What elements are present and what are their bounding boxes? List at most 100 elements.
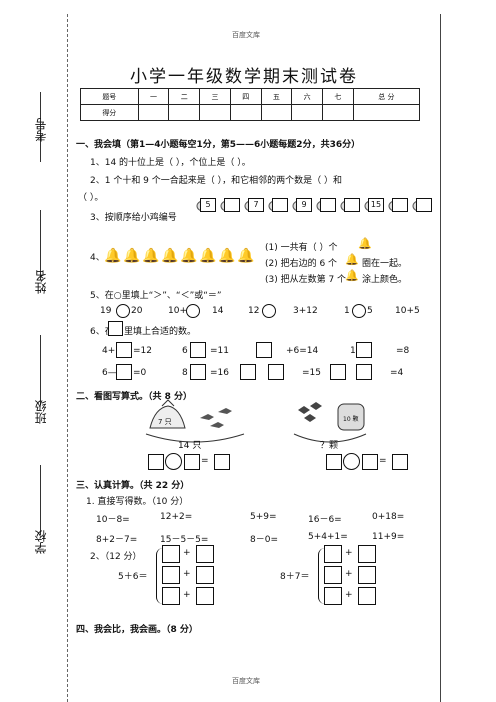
q4-a: (1) 一共有（ ）个 bbox=[265, 243, 338, 253]
calc-item: 5+9= bbox=[250, 512, 277, 522]
answer-box[interactable] bbox=[392, 454, 408, 470]
q6-term: =11 bbox=[210, 346, 229, 356]
chick-number-box[interactable]: 15 bbox=[368, 198, 384, 212]
answer-box[interactable] bbox=[256, 342, 272, 358]
chick-number-box[interactable] bbox=[344, 198, 360, 212]
calc-item: 16－6= bbox=[308, 515, 342, 525]
score-cell[interactable] bbox=[352, 104, 421, 121]
operator-circle[interactable] bbox=[165, 453, 182, 470]
side-line-xuexiao bbox=[40, 465, 41, 535]
candy-shape bbox=[310, 402, 322, 410]
answer-box[interactable] bbox=[358, 566, 376, 584]
side-line-banji bbox=[40, 335, 41, 405]
answer-box[interactable] bbox=[162, 587, 180, 605]
section1-heading: 一、我会填（第1—4小题每空1分，第5——6小题每题2分，共36分） bbox=[76, 140, 361, 150]
answer-box[interactable] bbox=[190, 342, 206, 358]
answer-box[interactable] bbox=[362, 454, 378, 470]
q4-text: 4、 bbox=[90, 253, 105, 263]
plus-sign: + bbox=[345, 569, 353, 579]
section3-sub2: 2、（12 分） bbox=[90, 552, 142, 562]
q5-left: 1 bbox=[344, 306, 350, 316]
chick-number-box[interactable] bbox=[272, 198, 288, 212]
q6-prefix: 6、在 bbox=[90, 327, 114, 337]
calc-item: 15－5－5= bbox=[160, 535, 209, 545]
section3-sub1: 1. 直接写得数。（10 分） bbox=[86, 497, 189, 507]
chick-number-box[interactable] bbox=[224, 198, 240, 212]
compare-circle[interactable] bbox=[262, 304, 276, 318]
answer-box[interactable] bbox=[184, 454, 200, 470]
chick-number-box[interactable]: 7 bbox=[248, 198, 264, 212]
answer-box[interactable] bbox=[324, 545, 342, 563]
chick-number-box[interactable] bbox=[416, 198, 432, 212]
q4-b: (2) 把右边的 6 个 bbox=[265, 259, 338, 269]
score-table-header: 二 bbox=[168, 88, 201, 105]
left-total: 14 只 bbox=[178, 441, 202, 451]
margin-right-line bbox=[440, 14, 441, 702]
q5-right: 14 bbox=[212, 306, 224, 316]
q3-text: 3、按顺序给小鸡编号 bbox=[90, 213, 177, 223]
section4-heading: 四、我会比，我会画。（8 分） bbox=[76, 625, 198, 635]
answer-box[interactable] bbox=[196, 566, 214, 584]
score-cell[interactable] bbox=[291, 104, 324, 121]
answer-box[interactable] bbox=[358, 545, 376, 563]
answer-box[interactable] bbox=[196, 587, 214, 605]
answer-box[interactable] bbox=[162, 545, 180, 563]
bell-icon: 🔔 bbox=[218, 248, 236, 264]
bell-icon: 🔔 bbox=[345, 253, 359, 266]
score-cell[interactable] bbox=[322, 104, 354, 121]
compare-circle[interactable] bbox=[116, 304, 130, 318]
q6-term: =15 bbox=[302, 368, 321, 378]
q6-suffix: 里填上合适的数。 bbox=[124, 327, 197, 337]
score-cell[interactable] bbox=[199, 104, 231, 121]
answer-box[interactable] bbox=[148, 454, 164, 470]
decompose-expr: 5＋6＝ bbox=[118, 572, 148, 582]
answer-box[interactable] bbox=[324, 566, 342, 584]
score-table: 题号 一 二 三 四 五 六 七 总 分 得分 bbox=[80, 88, 421, 121]
bag-and-birds-picture bbox=[145, 399, 245, 443]
answer-box[interactable] bbox=[356, 364, 372, 380]
answer-box[interactable] bbox=[116, 342, 132, 358]
margin-dashed-line bbox=[67, 14, 68, 702]
operator-circle[interactable] bbox=[343, 453, 360, 470]
compare-circle[interactable] bbox=[352, 304, 366, 318]
answer-box[interactable] bbox=[330, 364, 346, 380]
answer-box[interactable] bbox=[190, 364, 206, 380]
bell-icon: 🔔 bbox=[142, 248, 160, 264]
plus-sign: + bbox=[183, 569, 191, 579]
answer-box[interactable] bbox=[162, 566, 180, 584]
chick-number-box[interactable] bbox=[392, 198, 408, 212]
answer-box[interactable] bbox=[116, 364, 132, 380]
candy-shape bbox=[298, 406, 310, 414]
answer-box[interactable] bbox=[358, 587, 376, 605]
chick-number-box[interactable]: 9 bbox=[296, 198, 312, 212]
answer-box[interactable] bbox=[324, 587, 342, 605]
side-label-kaohao: 考号 bbox=[34, 118, 48, 142]
answer-box[interactable] bbox=[326, 454, 342, 470]
answer-box[interactable] bbox=[214, 454, 230, 470]
calc-item: 12+2= bbox=[160, 512, 193, 522]
chick-number-box[interactable]: 5 bbox=[200, 198, 216, 212]
q5-text: 5、在○里填上“＞”、“＜”或“＝” bbox=[90, 291, 222, 301]
brace-shape bbox=[145, 433, 245, 443]
score-cell[interactable] bbox=[168, 104, 201, 121]
calc-item: 8+2－7= bbox=[96, 535, 138, 545]
answer-box[interactable] bbox=[268, 364, 284, 380]
chick-number-box[interactable] bbox=[320, 198, 336, 212]
side-line-kaohao bbox=[40, 92, 41, 162]
jar-shape bbox=[337, 403, 365, 431]
answer-box[interactable] bbox=[356, 342, 372, 358]
side-label-banji: 班级 bbox=[34, 400, 48, 424]
q6-term: =4 bbox=[390, 368, 404, 378]
q6-term: 6— bbox=[102, 368, 117, 378]
score-cell[interactable] bbox=[260, 104, 293, 121]
compare-circle[interactable] bbox=[186, 304, 200, 318]
q4-b2: 圈在一起。 bbox=[362, 259, 408, 269]
q6-term: +6=14 bbox=[286, 346, 319, 356]
answer-box[interactable] bbox=[240, 364, 256, 380]
answer-box[interactable] bbox=[196, 545, 214, 563]
score-cell[interactable] bbox=[137, 104, 170, 121]
side-label-xingming: 姓名 bbox=[34, 270, 48, 294]
score-cell[interactable] bbox=[229, 104, 262, 121]
answer-box[interactable] bbox=[108, 321, 123, 336]
plus-sign: + bbox=[345, 590, 353, 600]
